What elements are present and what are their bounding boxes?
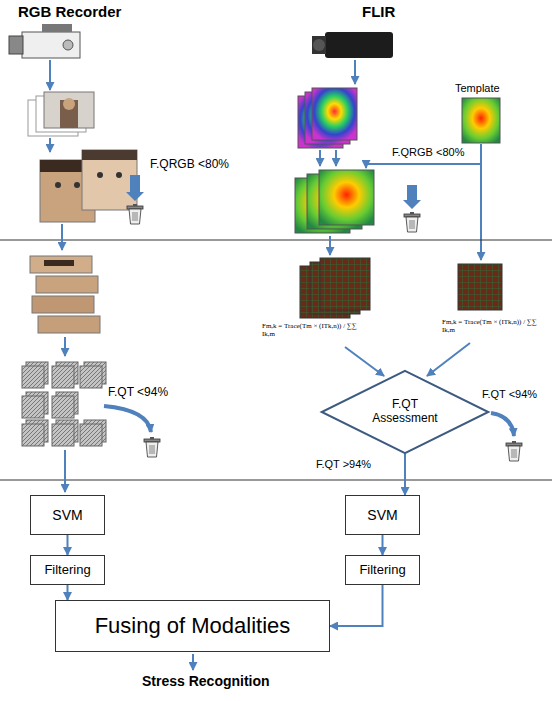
threshold-label: F.QT <94% — [108, 386, 168, 400]
node-text: Filtering — [44, 563, 90, 578]
flow-arrow — [192, 654, 194, 670]
node-text: F.QT Assessment — [363, 398, 447, 426]
process-box: SVM — [30, 495, 105, 535]
face-region-strips — [30, 256, 100, 333]
flow-arrow — [354, 60, 356, 84]
thermal-face-crops — [295, 170, 374, 233]
output-label: Stress Recognition — [142, 673, 270, 689]
discard-arrow — [104, 406, 151, 432]
template-arrow — [366, 144, 481, 168]
discard-arrow — [126, 175, 144, 201]
decision-diamond: F.QT Assessment — [320, 370, 490, 454]
template-arrow — [480, 164, 482, 260]
video-frames — [28, 92, 94, 136]
discard-arrow — [491, 413, 514, 436]
flow-connector — [67, 585, 69, 600]
node-text: SVM — [52, 507, 82, 523]
process-box: Fusing of Modalities — [55, 600, 330, 652]
flow-arrow — [427, 343, 470, 376]
flow-arrow — [329, 236, 331, 255]
node-text: SVM — [367, 507, 397, 523]
flow-connector — [330, 585, 383, 626]
process-box: Filtering — [345, 555, 420, 585]
flow-connector — [382, 535, 384, 555]
template-image — [462, 98, 500, 143]
flow-arrow — [64, 450, 66, 492]
image-label: Template — [455, 82, 500, 95]
formula-label: Fm,k = Trace(Tm × (ITk,n)) / ∑∑ Ik,m — [442, 318, 542, 334]
flow-arrow — [49, 60, 51, 90]
thermal-frames — [298, 88, 357, 148]
flow-connector — [67, 535, 69, 555]
flow-arrow — [335, 150, 337, 166]
flow-arrow — [345, 347, 384, 376]
texture-patches — [22, 362, 106, 446]
device-label: FLIR — [362, 3, 395, 20]
threshold-label: F.QRGB <80% — [392, 146, 464, 159]
thermal-camera-icon — [312, 32, 393, 58]
discard-arrow — [403, 185, 421, 209]
node-text: Filtering — [359, 563, 405, 578]
process-box: SVM — [345, 495, 420, 535]
flow-arrow — [64, 337, 66, 356]
thermal-grids — [300, 258, 370, 318]
threshold-label: F.QRGB <80% — [150, 158, 229, 172]
threshold-label: F.QT <94% — [482, 388, 537, 401]
flow-arrow — [49, 138, 51, 152]
device-label: RGB Recorder — [18, 3, 121, 20]
flow-connector — [404, 454, 406, 495]
formula-label: Fm,k = Trace(Tm × (ITk,n)) / ∑∑ Ik,m — [262, 322, 362, 338]
flow-arrow — [61, 224, 63, 250]
face-crops — [40, 150, 137, 222]
flow-arrow — [319, 150, 321, 166]
diamond-outline — [322, 371, 489, 453]
trash-icon — [506, 441, 522, 461]
process-box: Filtering — [30, 555, 105, 585]
edge-label: F.QT >94% — [314, 458, 373, 471]
section-separator — [0, 240, 552, 241]
section-separator — [0, 480, 552, 481]
trash-icon — [144, 437, 160, 457]
trash-icon — [127, 204, 143, 224]
camcorder-icon — [9, 24, 80, 58]
node-text: Fusing of Modalities — [95, 613, 291, 638]
template-grid — [458, 264, 502, 310]
trash-icon — [404, 212, 420, 232]
